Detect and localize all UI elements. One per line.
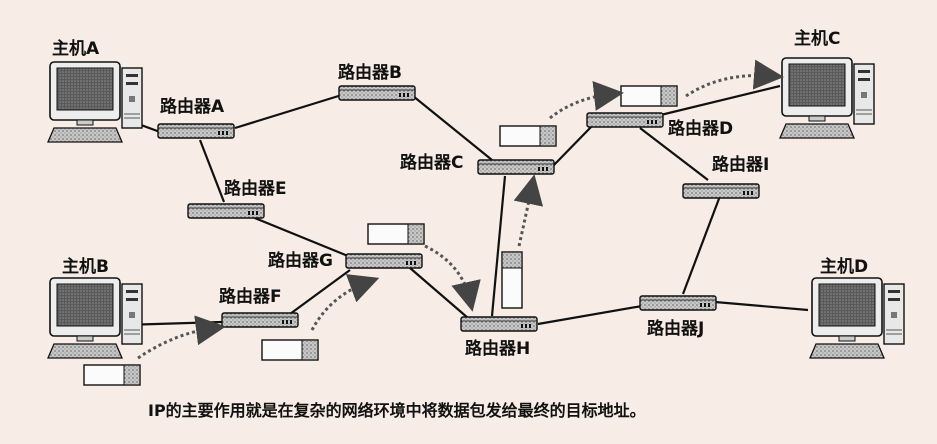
flow-arrow-6 [685,59,784,98]
router-h-label: 路由器H [465,338,530,359]
router-f [221,312,299,328]
flow-arrow-4 [513,174,544,247]
packet-3 [367,223,425,245]
packet-5 [499,125,557,147]
packet-flow-arrows [137,59,784,360]
packet-4 [501,251,523,309]
router-e [187,203,265,219]
host-d [809,277,905,359]
router-a [157,123,235,139]
router-b [338,85,416,101]
router-c [477,159,555,175]
host-d-label: 主机D [820,256,868,277]
router-g [345,253,423,269]
router-e-label: 路由器E [224,178,287,199]
router-h [460,316,538,332]
link-routerc-routerd [552,125,593,167]
link-routerj-hostd [714,300,809,312]
packet-6 [620,85,678,107]
link-routerh-routerj [537,304,643,326]
packet-1 [83,364,141,386]
router-f-label: 路由器F [219,286,282,307]
router-a-label: 路由器A [160,96,225,117]
router-c-label: 路由器C [400,152,463,173]
link-routere-routerg [249,214,349,258]
link-routerd-routeri [639,127,709,181]
flow-arrow-5 [549,81,624,120]
flow-arrow-1 [137,315,226,360]
router-i [682,183,760,199]
router-j [639,295,717,311]
router-d-label: 路由器D [668,118,733,139]
link-routerb-routerc [412,95,493,161]
router-b-label: 路由器B [338,62,402,83]
link-routera-routere [198,139,226,203]
link-routerg-routerh [409,267,469,319]
flow-arrow-3 [424,244,481,312]
flow-arrow-2 [310,274,380,331]
caption-text: IP的主要作用就是在复杂的网络环境中将数据包发给最终的目标地址。 [148,401,646,420]
link-routerf-routerg [289,269,351,315]
host-c [779,57,875,139]
link-routerh-routerc [490,175,507,317]
host-a-label: 主机A [52,38,100,59]
host-a [47,61,143,143]
host-c-label: 主机C [794,28,840,49]
link-routera-routerb [234,92,346,130]
host-b-label: 主机B [62,256,109,277]
router-j-label: 路由器J [647,318,704,339]
router-d [586,112,664,128]
link-routeri-routerj [681,195,722,295]
router-g-label: 路由器G [268,250,333,271]
packet-2 [261,339,319,361]
host-b [47,277,143,359]
router-i-label: 路由器I [712,154,769,175]
